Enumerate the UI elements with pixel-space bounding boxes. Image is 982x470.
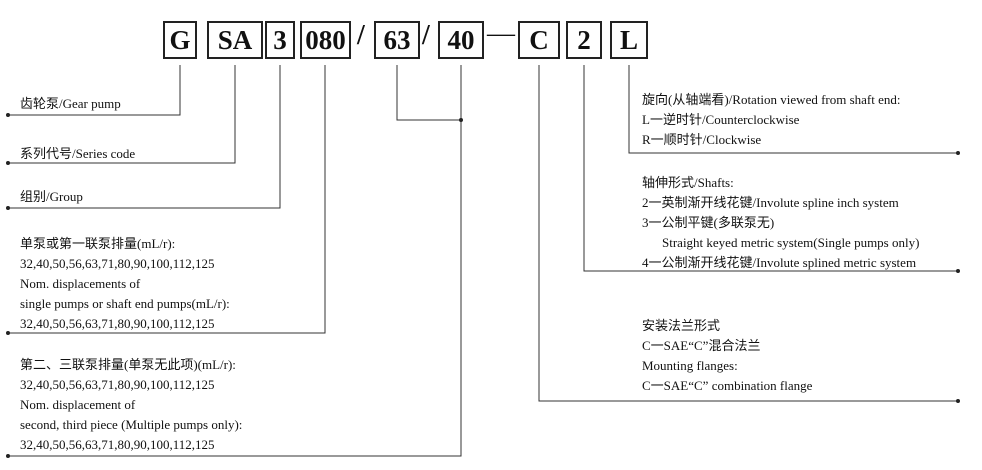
junction-dot xyxy=(956,269,960,273)
shafts-option-3: 3一公制平键(多联泵无) xyxy=(642,215,775,230)
second-displacement-values: 32,40,50,56,63,71,80,90,100,112,125 xyxy=(20,377,215,392)
junction-dot xyxy=(956,399,960,403)
second-displacement-title-en-2: second, third piece (Multiple pumps only… xyxy=(20,417,243,432)
junction-dot xyxy=(6,161,10,165)
first-displacement-values-2: 32,40,50,56,63,71,80,90,100,112,125 xyxy=(20,316,215,331)
label-group: 组别/Group xyxy=(20,189,83,204)
first-displacement-title-cn: 单泵或第一联泵排量(mL/r): xyxy=(20,236,176,251)
first-displacement-values: 32,40,50,56,63,71,80,90,100,112,125 xyxy=(20,256,215,271)
code-box-gear-pump: G xyxy=(163,21,197,59)
shafts-title: 轴伸形式/Shafts: xyxy=(642,175,734,190)
code-box-series: SA xyxy=(207,21,263,59)
junction-dot xyxy=(6,454,10,458)
code-separator: / xyxy=(357,20,365,51)
rotation-title: 旋向(从轴端看)/Rotation viewed from shaft end: xyxy=(642,92,901,107)
shafts-option-2: 2一英制渐开线花键/Involute spline inch system xyxy=(642,195,899,210)
code-dash: — xyxy=(487,18,515,49)
second-displacement-title-en: Nom. displacement of xyxy=(20,397,136,412)
label-gear-pump: 齿轮泵/Gear pump xyxy=(20,96,121,111)
second-displacement-title-cn: 第二、三联泵排量(单泵无此项)(mL/r): xyxy=(20,357,236,372)
shafts-option-3-en: Straight keyed metric system(Single pump… xyxy=(662,235,920,250)
code-separator: / xyxy=(422,20,430,51)
code-box-group: 3 xyxy=(265,21,295,59)
rotation-option-l: L一逆时针/Counterclockwise xyxy=(642,112,800,127)
flange-title-cn: 安装法兰形式 xyxy=(642,318,721,333)
code-box-second-displacement: 63 xyxy=(374,21,420,59)
code-box-third-displacement: 40 xyxy=(438,21,484,59)
label-series-code: 系列代号/Series code xyxy=(20,146,136,161)
junction-dot xyxy=(6,331,10,335)
first-displacement-title-en-2: single pumps or shaft end pumps(mL/r): xyxy=(20,296,230,311)
junction-dot xyxy=(956,151,960,155)
code-box-flange: C xyxy=(518,21,560,59)
code-box-rotation: L xyxy=(610,21,648,59)
rotation-option-r: R一顺时针/Clockwise xyxy=(642,132,762,147)
second-displacement-values-2: 32,40,50,56,63,71,80,90,100,112,125 xyxy=(20,437,215,452)
shafts-option-4: 4一公制渐开线花键/Involute splined metric system xyxy=(642,255,917,270)
first-displacement-title-en: Nom. displacements of xyxy=(20,276,141,291)
junction-dot xyxy=(459,118,463,122)
flange-option-c-en: C一SAE“C” combination flange xyxy=(642,378,813,393)
junction-dot xyxy=(6,113,10,117)
flange-option-c-cn: C一SAE“C”混合法兰 xyxy=(642,338,761,353)
code-box-first-displacement: 080 xyxy=(300,21,351,59)
junction-dot xyxy=(6,206,10,210)
code-box-shaft: 2 xyxy=(566,21,602,59)
flange-title-en: Mounting flanges: xyxy=(642,358,738,373)
